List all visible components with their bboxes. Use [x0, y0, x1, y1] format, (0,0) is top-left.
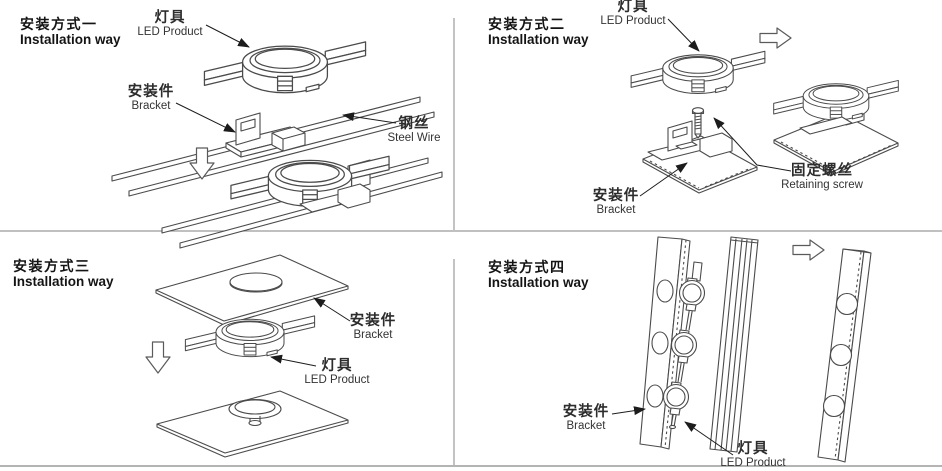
q3-led-product-drawing	[184, 315, 316, 358]
q4-led-leader	[684, 421, 734, 456]
panel-2-title-zh: 安装方式二	[488, 16, 566, 32]
q1-wire-bracket-drawing	[225, 112, 306, 158]
down-arrow-icon	[145, 341, 171, 374]
q2-led-product-drawing	[630, 50, 766, 95]
panel-3-title-en: Installation way	[13, 274, 114, 289]
label-bracket: 安装件 Bracket	[562, 404, 610, 433]
panel-dividers	[0, 18, 942, 467]
q2-led-leader	[667, 18, 700, 52]
label-led-product: 灯具 LED Product	[304, 358, 370, 387]
right-arrow-icon	[759, 27, 792, 49]
leader-lines	[175, 18, 792, 456]
q2-assembled-bracket-front	[799, 116, 853, 135]
label-led-product: 灯具 LED Product	[720, 441, 786, 470]
label-bracket: 安装件 Bracket	[349, 313, 397, 342]
q3-assembled-plate-drawing	[156, 390, 349, 458]
label-retaining-screw: 固定螺丝 Retaining screw	[781, 163, 863, 192]
panel-2-title: 安装方式二 Installation way	[488, 16, 589, 48]
panel-1-title-en: Installation way	[20, 32, 121, 47]
panel-3-title: 安装方式三 Installation way	[13, 258, 114, 290]
q2-screw-drawing	[691, 107, 705, 139]
panel-4-title: 安装方式四 Installation way	[488, 259, 589, 291]
label-led-product: 灯具 LED Product	[137, 10, 203, 39]
q4-bracket-leader	[611, 406, 646, 416]
q3-bracket-leader	[313, 297, 351, 322]
panel-1-title-zh: 安装方式一	[20, 16, 98, 32]
q2-assembled-led-drawing	[773, 79, 899, 121]
q1-led-leader	[205, 24, 250, 48]
q1-steelwire-leader	[342, 112, 397, 124]
q2-screw-leader	[713, 117, 792, 172]
q1-led-product-drawing	[203, 41, 367, 94]
q4-rail-drawing	[709, 236, 759, 453]
panel-2-title-en: Installation way	[488, 32, 589, 47]
q4-assembled-strip-drawing	[817, 248, 872, 463]
panel-4-title-en: Installation way	[488, 275, 589, 290]
q4-led-chain-drawing	[662, 261, 706, 430]
panel-3-title-zh: 安装方式三	[13, 258, 91, 274]
panel-4-title-zh: 安装方式四	[488, 259, 566, 275]
label-bracket: 安装件 Bracket	[592, 188, 640, 217]
q3-bracket-plate-drawing	[155, 254, 349, 326]
panel-1-title: 安装方式一 Installation way	[20, 16, 121, 48]
q1-assembled-bracket-front	[299, 183, 371, 213]
right-arrow-icon	[792, 239, 825, 261]
q1-bracket-leader	[175, 102, 236, 133]
label-led-product: 灯具 LED Product	[600, 0, 666, 27]
q2-bracket-leader	[639, 162, 688, 197]
label-bracket: 安装件 Bracket	[127, 84, 175, 113]
q2-bracket-drawing	[647, 120, 733, 161]
q3-led-leader	[270, 354, 317, 367]
label-steel-wire: 钢丝 Steel Wire	[387, 116, 441, 145]
